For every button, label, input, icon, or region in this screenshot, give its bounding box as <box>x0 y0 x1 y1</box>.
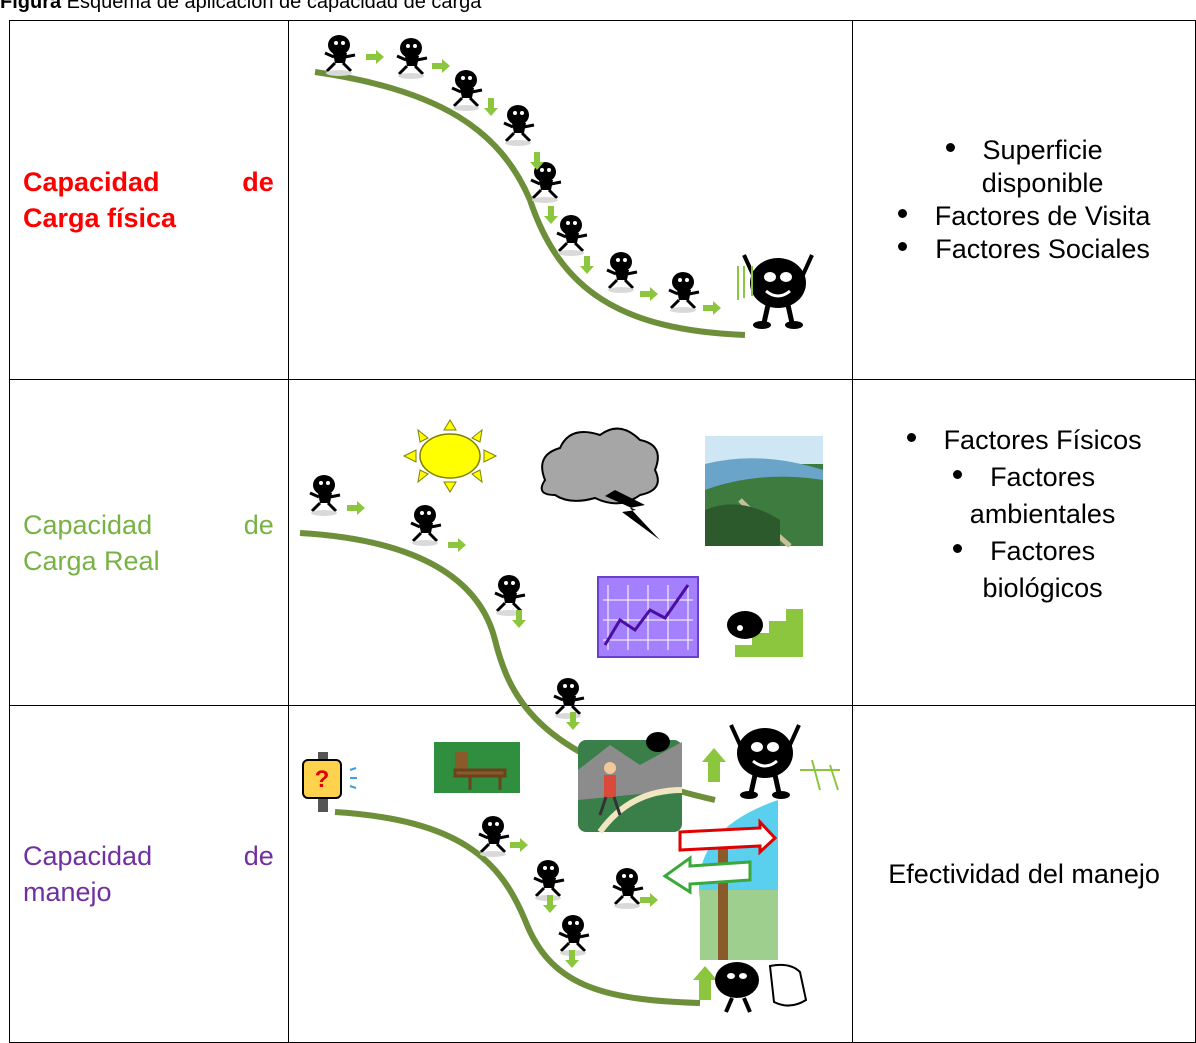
row-carga-fisica: Capacidad de Carga física Superficie disp… <box>9 20 1196 380</box>
label-line2: Carga Real <box>23 545 160 576</box>
label-line2: Carga física <box>23 203 177 233</box>
caption-text: Esquema de aplicación de capacidad de ca… <box>61 0 482 13</box>
label-word: Capacidad <box>23 509 153 540</box>
factor-item-cont: ambientales <box>969 499 1116 529</box>
bullet-icon <box>953 544 963 554</box>
factor-item: Factores <box>853 533 1195 570</box>
factors-list-real: Factores Físicos Factores ambientales Fa… <box>853 422 1195 607</box>
bullet-icon <box>945 143 955 153</box>
row-manejo: Capacidad de manejo Efectividad del manej… <box>9 705 1196 1043</box>
label-cell-real: Capacidad de Carga Real <box>9 379 289 706</box>
caption-prefix: Figura <box>0 0 62 13</box>
capacity-table: Capacidad de Carga física Superficie disp… <box>9 20 1196 1043</box>
illustration-cell-fisica <box>287 20 854 380</box>
label-carga-real: Capacidad de Carga Real <box>10 507 288 579</box>
label-cell-fisica: Capacidad de Carga física <box>9 20 289 380</box>
factor-item-cont: biológicos <box>982 573 1103 603</box>
figure-caption: Figura Esquema de aplicación de capacida… <box>0 0 481 12</box>
bullet-icon <box>897 209 907 219</box>
label-word: de <box>242 167 274 197</box>
factor-item: Factores <box>853 459 1195 496</box>
efectividad-text: Efectividad del manejo <box>888 858 1160 889</box>
bullet-icon <box>898 242 908 252</box>
label-word: de <box>243 509 274 540</box>
factor-item: Factores Físicos <box>853 422 1195 459</box>
illustration-cell-real <box>287 379 854 706</box>
label-line2: manejo <box>23 877 112 907</box>
bullet-icon <box>953 470 963 480</box>
factors-list-fisica: Superficie disponible Factores de Visita… <box>853 134 1195 266</box>
bullet-icon <box>906 433 916 443</box>
factor-item: Factores de Visita <box>853 200 1195 233</box>
label-word: Capacidad <box>23 841 153 871</box>
factor-item-cont: disponible <box>981 168 1104 198</box>
result-cell-manejo: Efectividad del manejo <box>852 705 1196 1043</box>
factor-item: Factores Sociales <box>853 233 1195 266</box>
label-cell-manejo: Capacidad de manejo <box>9 705 289 1043</box>
factors-cell-real: Factores Físicos Factores ambientales Fa… <box>852 379 1196 706</box>
factors-cell-fisica: Superficie disponible Factores de Visita… <box>852 20 1196 380</box>
factor-item: Superficie <box>853 134 1195 167</box>
row-carga-real: Capacidad de Carga Real Factores Físicos … <box>9 379 1196 706</box>
label-word: Capacidad <box>23 167 160 197</box>
label-manejo: Capacidad de manejo <box>10 838 288 910</box>
illustration-cell-manejo <box>287 705 854 1043</box>
label-carga-fisica: Capacidad de Carga física <box>10 164 288 236</box>
label-word: de <box>243 841 274 871</box>
